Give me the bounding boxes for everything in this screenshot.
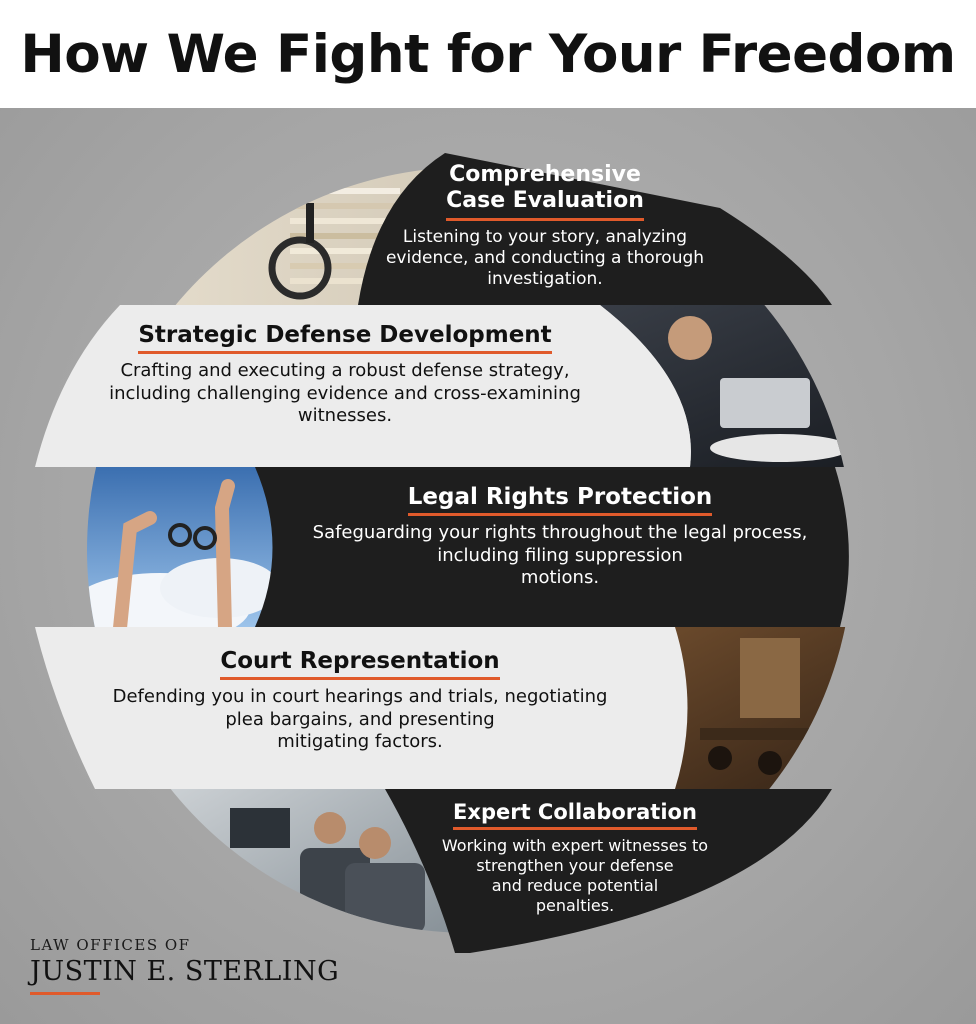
courtroom-photo [660,627,853,789]
section-legal-rights: Legal Rights Protection Safeguarding you… [270,484,850,590]
brand-logo: LAW OFFICES OF JUSTIN E. STERLING [30,936,339,995]
handcuffs-icon [168,523,192,547]
brand-line-1: LAW OFFICES OF [30,936,191,954]
section-title: Strategic Defense Development [138,322,552,354]
section-case-evaluation: Comprehensive Case Evaluation Listening … [380,162,710,291]
infographic-canvas: Comprehensive Case Evaluation Listening … [0,108,976,1024]
section-description: Safeguarding your rights throughout the … [312,522,808,588]
section-description: Defending you in court hearings and tria… [112,686,608,752]
section-description: Crafting and executing a robust defense … [109,360,581,426]
section-title: Comprehensive Case Evaluation [446,162,644,221]
lawyers-photo [560,305,853,467]
section-strategic-defense: Strategic Defense Development Crafting a… [60,322,630,428]
page-title: How We Fight for Your Freedom [20,23,956,85]
section-title: Court Representation [220,648,500,680]
band-expert-collaboration [385,789,832,953]
section-court-representation: Court Representation Defending you in co… [60,648,660,754]
section-description: Working with expert witnesses to strengt… [441,836,709,915]
magnifying-glass-icon [268,236,332,300]
brand-line-2: JUSTIN E. STERLING [30,956,340,987]
section-title: Legal Rights Protection [407,484,713,516]
brand-underline [30,992,100,995]
header-bar: How We Fight for Your Freedom [0,0,976,108]
section-description: Listening to your story, analyzing evide… [385,226,705,290]
band-case-evaluation [358,153,832,305]
section-title: Expert Collaboration [453,800,697,830]
circle-art [35,153,853,953]
section-expert-collaboration: Expert Collaboration Working with expert… [410,800,740,916]
band-legal-rights [255,467,849,627]
handcuffs-photo [87,467,300,643]
band-court-representation [35,627,688,789]
